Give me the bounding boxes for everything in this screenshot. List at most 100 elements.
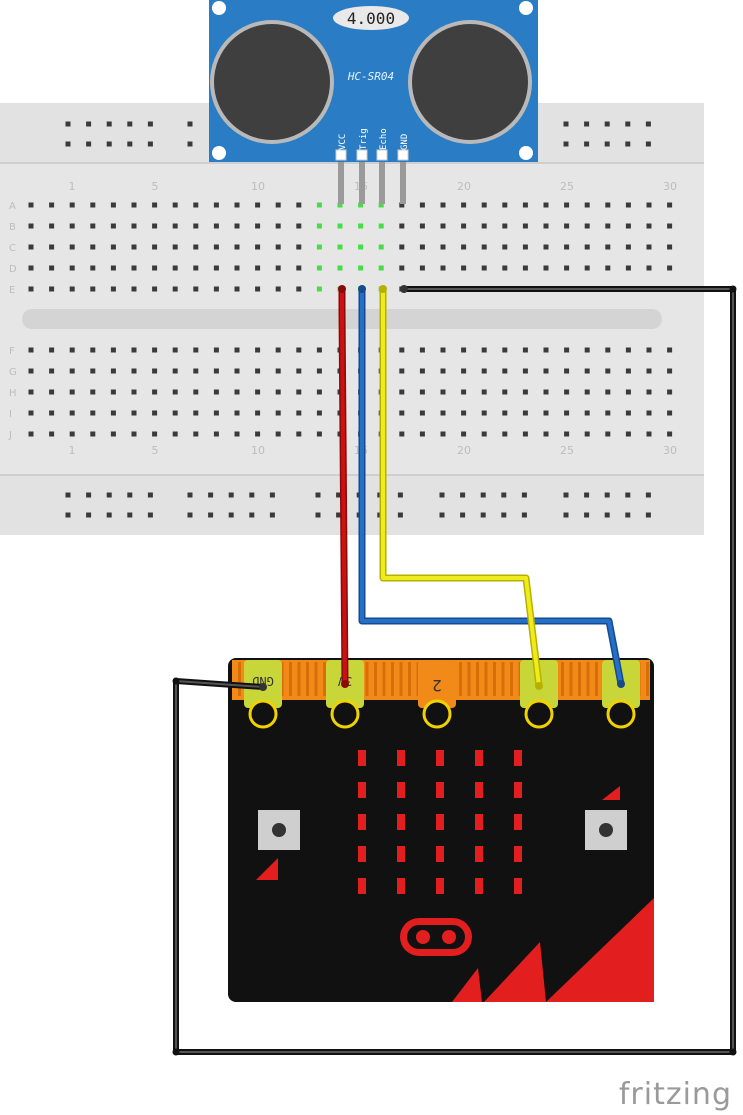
breadboard-hole[interactable] <box>522 202 528 208</box>
rail-hole[interactable] <box>604 492 610 498</box>
breadboard-hole[interactable] <box>502 223 508 229</box>
breadboard-hole[interactable] <box>502 431 508 437</box>
breadboard-hole[interactable] <box>213 368 219 374</box>
breadboard-hole[interactable] <box>69 431 75 437</box>
breadboard-hole[interactable] <box>296 431 302 437</box>
breadboard-hole[interactable] <box>28 265 34 271</box>
breadboard-hole[interactable] <box>625 244 631 250</box>
breadboard-hole[interactable] <box>234 286 240 292</box>
breadboard-hole[interactable] <box>90 431 96 437</box>
breadboard-hole[interactable] <box>213 286 219 292</box>
rail-hole[interactable] <box>584 492 590 498</box>
breadboard-hole[interactable] <box>543 223 549 229</box>
breadboard-hole[interactable] <box>646 410 652 416</box>
breadboard-hole[interactable] <box>522 244 528 250</box>
button-b[interactable] <box>585 786 627 850</box>
breadboard-hole[interactable] <box>234 202 240 208</box>
breadboard-hole[interactable] <box>69 223 75 229</box>
breadboard-hole[interactable] <box>399 223 405 229</box>
breadboard-hole[interactable] <box>461 244 467 250</box>
breadboard-hole[interactable] <box>667 265 673 271</box>
breadboard-hole[interactable] <box>584 244 590 250</box>
rail-hole[interactable] <box>127 512 133 518</box>
rail-hole[interactable] <box>147 492 153 498</box>
breadboard-hole-active[interactable] <box>358 244 364 250</box>
breadboard-hole[interactable] <box>502 265 508 271</box>
breadboard-hole[interactable] <box>255 347 261 353</box>
breadboard-hole[interactable] <box>110 244 116 250</box>
rail-hole[interactable] <box>187 492 193 498</box>
rail-hole[interactable] <box>521 492 527 498</box>
breadboard-hole[interactable] <box>213 202 219 208</box>
breadboard-hole[interactable] <box>646 244 652 250</box>
breadboard-hole[interactable] <box>419 265 425 271</box>
breadboard-hole[interactable] <box>399 410 405 416</box>
breadboard-hole[interactable] <box>625 431 631 437</box>
breadboard-hole[interactable] <box>481 223 487 229</box>
rail-hole[interactable] <box>604 121 610 127</box>
breadboard-hole[interactable] <box>213 265 219 271</box>
breadboard-hole[interactable] <box>28 286 34 292</box>
breadboard-hole[interactable] <box>255 431 261 437</box>
breadboard-hole[interactable] <box>296 368 302 374</box>
rail-hole[interactable] <box>625 512 631 518</box>
breadboard-hole[interactable] <box>172 347 178 353</box>
breadboard-hole[interactable] <box>543 368 549 374</box>
breadboard-hole[interactable] <box>131 223 137 229</box>
breadboard-hole[interactable] <box>28 368 34 374</box>
breadboard-hole[interactable] <box>28 389 34 395</box>
breadboard-hole[interactable] <box>419 223 425 229</box>
rail-hole[interactable] <box>65 141 71 147</box>
breadboard-hole[interactable] <box>522 368 528 374</box>
breadboard-hole[interactable] <box>193 368 199 374</box>
breadboard-hole[interactable] <box>255 265 261 271</box>
breadboard-hole[interactable] <box>193 244 199 250</box>
rail-hole[interactable] <box>106 492 112 498</box>
breadboard-hole[interactable] <box>564 389 570 395</box>
breadboard-hole[interactable] <box>522 431 528 437</box>
rail-hole[interactable] <box>208 512 214 518</box>
breadboard-hole[interactable] <box>296 347 302 353</box>
breadboard-hole[interactable] <box>564 368 570 374</box>
breadboard-hole[interactable] <box>584 223 590 229</box>
breadboard-hole[interactable] <box>275 410 281 416</box>
rail-hole[interactable] <box>604 141 610 147</box>
breadboard-hole[interactable] <box>564 265 570 271</box>
breadboard-hole[interactable] <box>440 410 446 416</box>
breadboard-hole[interactable] <box>69 347 75 353</box>
breadboard-hole[interactable] <box>172 368 178 374</box>
breadboard-hole-active[interactable] <box>378 244 384 250</box>
breadboard-hole[interactable] <box>172 431 178 437</box>
breadboard-hole[interactable] <box>481 431 487 437</box>
breadboard-hole[interactable] <box>461 223 467 229</box>
rail-hole[interactable] <box>336 492 342 498</box>
breadboard-hole[interactable] <box>522 410 528 416</box>
breadboard-hole[interactable] <box>461 368 467 374</box>
breadboard-hole[interactable] <box>255 223 261 229</box>
rail-hole[interactable] <box>187 121 193 127</box>
breadboard-hole[interactable] <box>584 347 590 353</box>
breadboard-hole[interactable] <box>667 431 673 437</box>
breadboard-hole[interactable] <box>234 368 240 374</box>
breadboard-hole[interactable] <box>419 347 425 353</box>
breadboard-hole[interactable] <box>399 244 405 250</box>
breadboard-hole[interactable] <box>625 265 631 271</box>
breadboard-hole-active[interactable] <box>378 265 384 271</box>
breadboard-hole[interactable] <box>152 202 158 208</box>
breadboard-hole[interactable] <box>90 368 96 374</box>
breadboard-hole[interactable] <box>275 223 281 229</box>
breadboard-hole[interactable] <box>399 202 405 208</box>
breadboard-hole[interactable] <box>234 244 240 250</box>
breadboard-hole[interactable] <box>49 286 55 292</box>
rail-hole[interactable] <box>187 141 193 147</box>
rail-hole[interactable] <box>208 492 214 498</box>
breadboard-hole[interactable] <box>625 410 631 416</box>
breadboard-hole[interactable] <box>440 202 446 208</box>
breadboard-hole[interactable] <box>543 431 549 437</box>
breadboard-hole[interactable] <box>28 431 34 437</box>
breadboard-hole[interactable] <box>502 244 508 250</box>
breadboard-hole[interactable] <box>172 389 178 395</box>
breadboard-hole[interactable] <box>564 244 570 250</box>
breadboard-hole[interactable] <box>213 389 219 395</box>
breadboard-hole[interactable] <box>316 368 322 374</box>
